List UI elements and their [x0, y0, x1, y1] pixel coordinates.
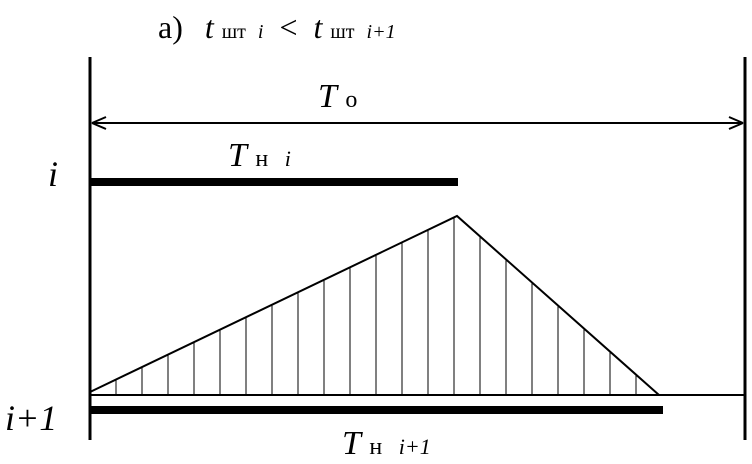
row-i-symbol: Т: [228, 137, 249, 174]
title-prefix: а): [158, 9, 183, 45]
title-t1: t: [205, 9, 215, 45]
row-i1-label: i+1: [5, 398, 57, 438]
title-i1: i: [258, 21, 264, 43]
title-s2: шт: [330, 21, 354, 43]
total-symbol: T: [318, 78, 339, 115]
row-i1-duration-label: Т н i+1: [342, 425, 431, 462]
total-label: T о: [318, 78, 357, 115]
row-i1-symbol: Т: [342, 425, 363, 462]
total-arrow-left: [91, 116, 107, 130]
total-arrow-right: [728, 116, 744, 130]
title-op: <: [279, 9, 297, 45]
row-i-label: i: [48, 154, 58, 194]
diagram-title: а) t шт i < t шт i+1: [158, 9, 396, 45]
total-sub: о: [345, 87, 357, 113]
row-i-duration-label: Т н i: [228, 137, 291, 174]
row-i-idx: i: [285, 146, 291, 171]
row-i1-idx: i+1: [399, 434, 431, 459]
row-i1-sub: н: [369, 434, 382, 460]
title-t2: t: [314, 9, 324, 45]
overlap-triangle: [89, 214, 660, 396]
title-s1: шт: [222, 21, 246, 43]
row-i-sub: н: [255, 146, 268, 172]
triangle-hatching: [115, 217, 637, 395]
title-i2: i+1: [367, 21, 396, 43]
